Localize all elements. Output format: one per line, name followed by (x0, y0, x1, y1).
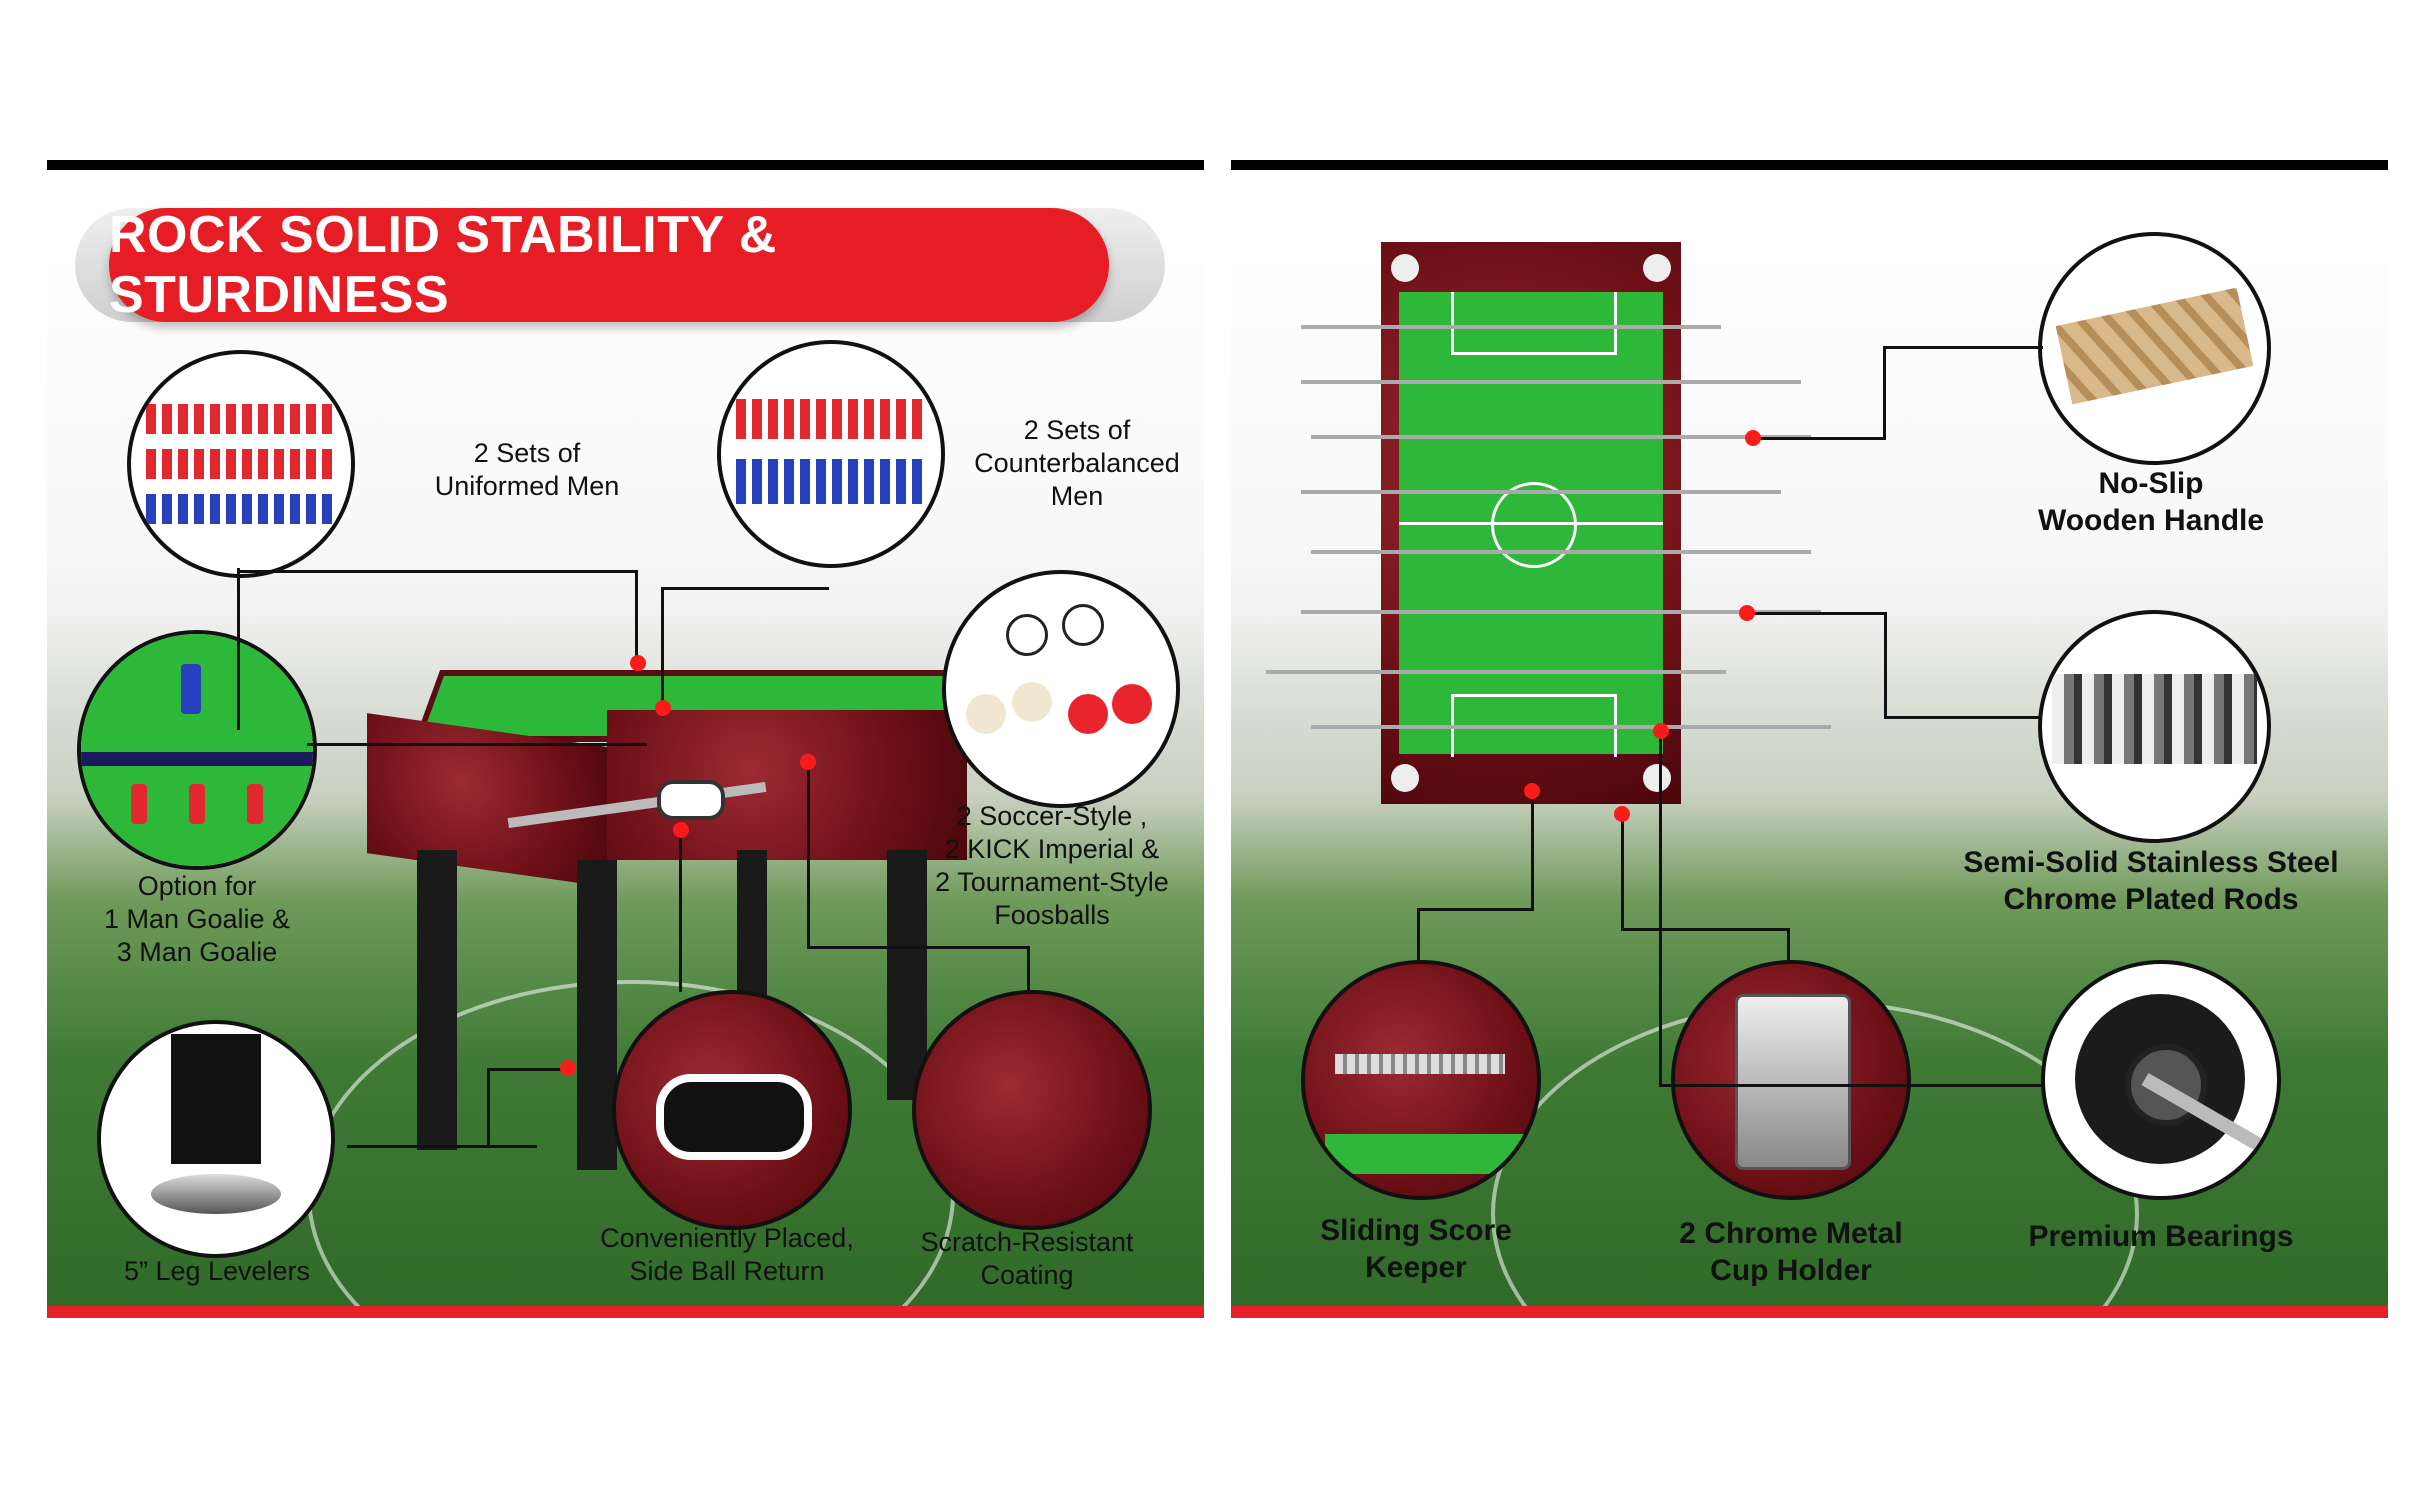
bearings-label: Premium Bearings (2028, 1220, 2294, 1253)
uniformed-men-label: 2 Sets of Uniformed Men (434, 438, 620, 501)
bottom-divider-bar (47, 1306, 1204, 1318)
foosball-table-topdown-image (1381, 242, 1681, 804)
counterbalanced-men-circle (717, 340, 945, 568)
right-feature-panel: No-Slip Wooden Handle Semi-Solid Stainle… (1231, 160, 2388, 1318)
ball-return-label: Conveniently Placed, Side Ball Return (600, 1223, 854, 1286)
leg-levelers-circle (97, 1020, 335, 1258)
wooden-handle-label: No-Slip Wooden Handle (2037, 467, 2265, 537)
score-keeper-circle (1301, 960, 1541, 1200)
top-divider-bar (1231, 160, 2388, 170)
cup-holder-circle (1671, 960, 1911, 1200)
wooden-handle-circle (2038, 232, 2271, 465)
coating-circle (912, 990, 1152, 1230)
score-keeper-label: Sliding Score Keeper (1320, 1214, 1512, 1284)
panel-title: ROCK SOLID STABILITY & STURDINESS (109, 206, 777, 324)
foosballs-circle (942, 570, 1180, 808)
leg-levelers-label: 5” Leg Levelers (123, 1256, 311, 1286)
left-feature-panel: ROCK SOLID STABILITY & STURDINESS 2 Sets… (47, 160, 1204, 1318)
ball-return-circle (612, 990, 852, 1230)
title-banner: ROCK SOLID STABILITY & STURDINESS (109, 206, 1109, 324)
uniformed-men-circle (127, 350, 355, 578)
chrome-rods-label: Semi-Solid Stainless Steel Chrome Plated… (1963, 846, 2339, 916)
coating-label: Scratch-Resistant Coating (920, 1227, 1134, 1290)
goalie-option-label: Option for 1 Man Goalie & 3 Man Goalie (103, 871, 291, 967)
cup-holder-label: 2 Chrome Metal Cup Holder (1679, 1217, 1903, 1287)
bearings-circle (2041, 960, 2281, 1200)
bottom-divider-bar (1231, 1306, 2388, 1318)
top-divider-bar (47, 160, 1204, 170)
counterbalanced-men-label: 2 Sets of Counterbalanced Men (974, 415, 1180, 511)
chrome-rods-circle (2038, 610, 2271, 843)
goalie-option-circle (77, 630, 317, 870)
foosball-table-image (367, 650, 987, 1210)
foosballs-label: 2 Soccer-Style , 2 KICK Imperial & 2 Tou… (935, 801, 1169, 930)
